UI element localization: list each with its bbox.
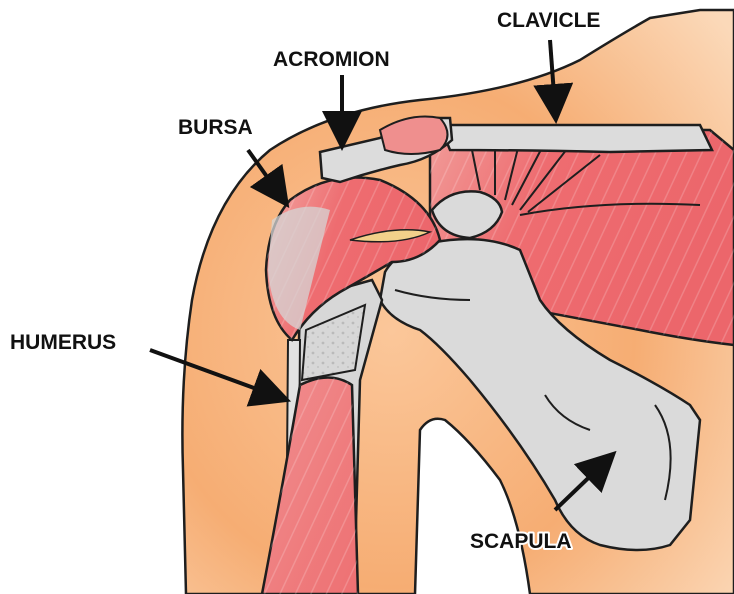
- clavicle-bone: [440, 125, 712, 152]
- scapula-label: SCAPULA: [470, 530, 572, 553]
- acromion-label: ACROMION: [273, 48, 390, 71]
- bursa-label: BURSA: [178, 116, 253, 139]
- humerus-label: HUMERUS: [10, 331, 116, 354]
- clavicle-label: CLAVICLE: [497, 9, 600, 32]
